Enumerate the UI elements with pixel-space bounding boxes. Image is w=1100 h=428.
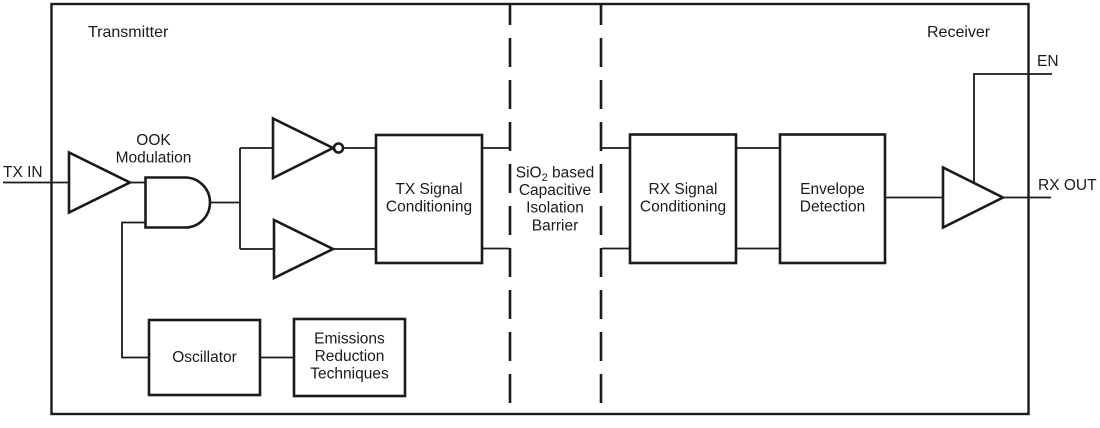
ook-label-line1: OOK [136, 132, 171, 149]
inverter-bubble-icon [332, 142, 345, 154]
barrier-label-line2: Capacitive [519, 182, 591, 199]
noninverting-buffer-icon [272, 217, 336, 281]
rx-out-pin-label: RX OUT [1038, 177, 1097, 194]
emissions-reduction-box [292, 317, 407, 398]
barrier-label-line1: SiO2 based [516, 165, 595, 185]
output-buffer-icon [941, 165, 1006, 230]
barrier-label-sio: SiO [516, 165, 542, 182]
rx-signal-conditioning-label-line1: RX Signal [649, 181, 718, 198]
envelope-detection-label-line2: Detection [800, 199, 865, 216]
input-buffer-icon [67, 150, 133, 215]
transmitter-section-label: Transmitter [88, 24, 169, 41]
emissions-label-line2: Reduction [315, 348, 385, 365]
tx-in-pin-label: TX IN [3, 164, 43, 181]
en-wire [973, 73, 1052, 183]
rx-signal-conditioning-box [628, 133, 738, 265]
emissions-label-line1: Emissions [314, 331, 385, 348]
device-outline [50, 2, 1030, 416]
tx-signal-conditioning-box [374, 133, 484, 265]
envelope-detection-box [778, 133, 887, 265]
barrier-label-subscript: 2 [542, 172, 548, 184]
tx-signal-conditioning-label-line1: TX Signal [395, 181, 462, 198]
tx-signal-conditioning-label-line2: Conditioning [386, 199, 472, 216]
inverter-icon [271, 116, 336, 181]
emissions-label-line3: Techniques [310, 366, 389, 383]
receiver-section-label: Receiver [927, 24, 991, 41]
barrier-label-line4: Barrier [532, 218, 579, 235]
barrier-label-line3: Isolation [526, 200, 584, 217]
envelope-detection-label-line1: Envelope [800, 181, 865, 198]
barrier-label-based: based [548, 165, 595, 182]
oscillator-label: Oscillator [172, 349, 237, 366]
en-pin-label: EN [1037, 53, 1059, 70]
rx-signal-conditioning-label-line2: Conditioning [640, 199, 726, 216]
and-gate-icon [144, 176, 212, 229]
ook-label-line2: Modulation [116, 150, 192, 167]
oscillator-to-and-wire [121, 221, 149, 359]
